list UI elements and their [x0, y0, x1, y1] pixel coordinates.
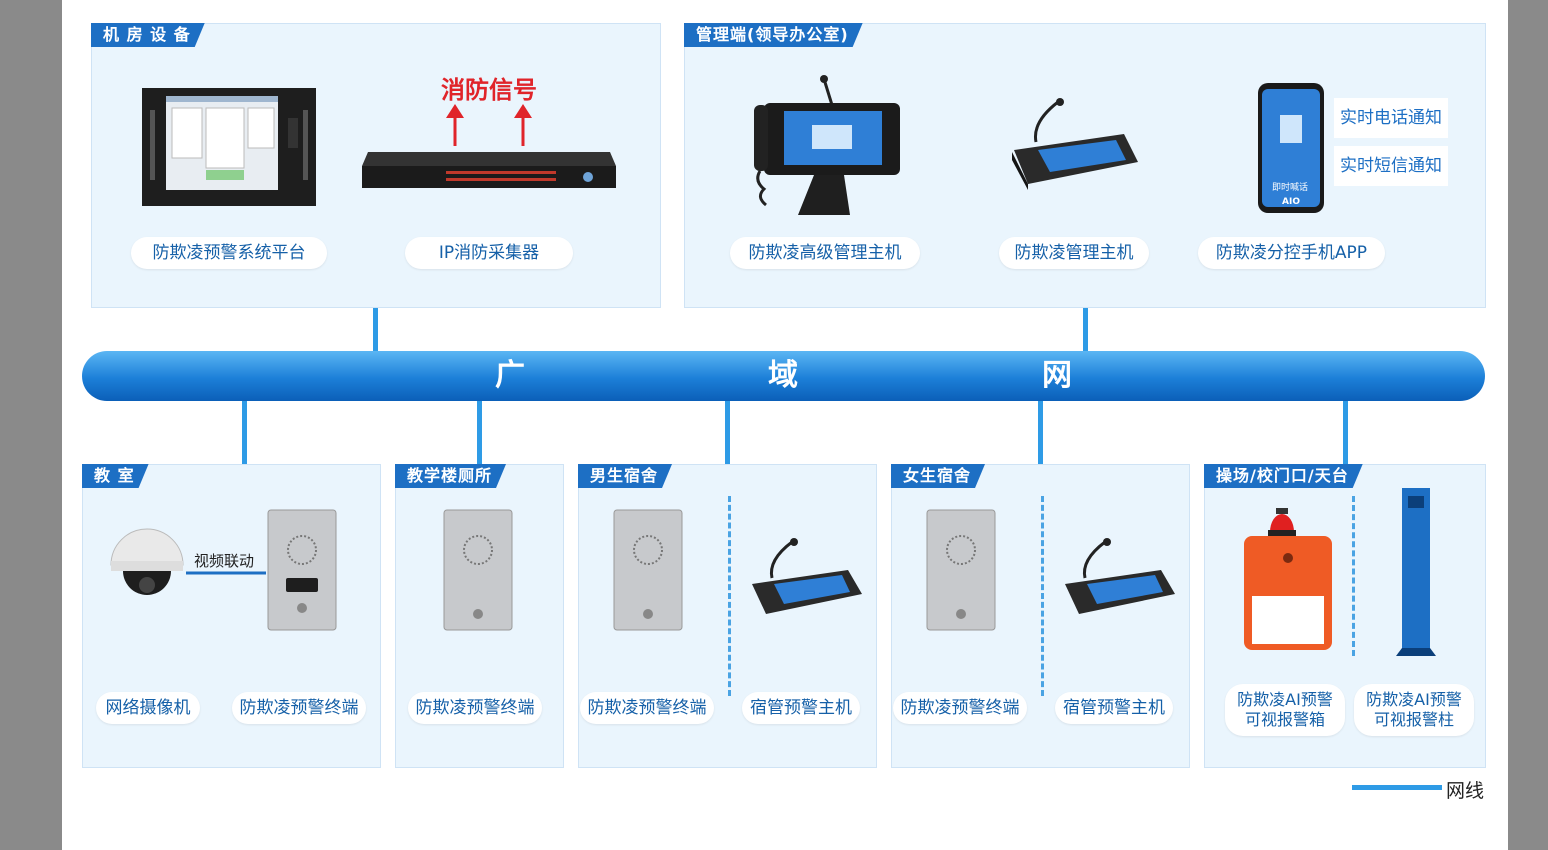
link-male-dorm — [725, 400, 730, 464]
link-playground — [1343, 400, 1348, 464]
advanced-host-label: 防欺凌高级管理主机 — [730, 237, 920, 269]
terminal-classroom-label: 防欺凌预警终端 — [232, 692, 366, 724]
panel-tag-classroom: 教 室 — [82, 464, 149, 488]
arrow-up-icon — [446, 104, 464, 146]
video-link-line — [186, 571, 266, 575]
panel-tag-female-dorm: 女生宿舍 — [891, 464, 985, 488]
arrow-up-icon — [514, 104, 532, 146]
link-restroom — [477, 400, 482, 464]
ai-alarm-box-image — [1244, 508, 1332, 650]
dorm-host-female-image — [1065, 538, 1175, 614]
divider-female-dorm — [1041, 496, 1044, 696]
ai-box-label: 防欺凌AI预警 可视报警箱 — [1225, 684, 1345, 736]
wan-char-1: 广 — [495, 358, 525, 393]
terminal-camera-image — [267, 509, 337, 631]
panel-tag-restroom: 教学楼厕所 — [395, 464, 506, 488]
ai-box-label-line1: 防欺凌AI预警 — [1237, 690, 1333, 709]
wan-char-3: 网 — [1042, 358, 1072, 393]
mobile-phone-image — [1258, 83, 1324, 213]
app-label: 防欺凌分控手机APP — [1198, 237, 1385, 269]
terminal-restroom-image — [443, 509, 513, 631]
ai-box-label-line2: 可视报警箱 — [1244, 710, 1325, 729]
divider-male-dorm — [728, 496, 731, 696]
platform-rack-image — [142, 88, 316, 206]
terminal-restroom-label: 防欺凌预警终端 — [408, 692, 542, 724]
dorm-host-female-label: 宿管预警主机 — [1055, 692, 1173, 724]
terminal-male-label: 防欺凌预警终端 — [580, 692, 714, 724]
legend-label: 网线 — [1446, 780, 1485, 802]
phone-notice: 实时电话通知 — [1334, 98, 1448, 138]
fire-signal-text: 消防信号 — [441, 76, 537, 104]
sms-notice: 实时短信通知 — [1334, 146, 1448, 186]
ai-column-label-line1: 防欺凌AI预警 — [1366, 690, 1462, 709]
ip-fire-label: IP消防采集器 — [405, 237, 573, 269]
camera-image — [110, 528, 184, 595]
wan-char-2: 域 — [768, 358, 798, 393]
panel-tag-male-dorm: 男生宿舍 — [578, 464, 672, 488]
platform-label: 防欺凌预警系统平台 — [131, 237, 327, 269]
link-management — [1083, 308, 1088, 352]
legend-line — [1352, 785, 1442, 790]
dorm-host-male-image — [752, 538, 862, 614]
dorm-host-male-label: 宿管预警主机 — [742, 692, 860, 724]
panel-tag-machine-room: 机 房 设 备 — [91, 23, 205, 47]
ai-column-label: 防欺凌AI预警 可视报警柱 — [1354, 684, 1474, 736]
panel-tag-playground: 操场/校门口/天台 — [1204, 464, 1363, 488]
mgmt-host-image — [1012, 98, 1138, 190]
app-brand-text: AIO — [1282, 197, 1300, 207]
terminal-female-label: 防欺凌预警终端 — [893, 692, 1027, 724]
ai-alarm-column-image — [1396, 488, 1436, 656]
advanced-host-image — [754, 75, 900, 215]
link-female-dorm — [1038, 400, 1043, 464]
mgmt-host-label: 防欺凌管理主机 — [999, 237, 1149, 269]
video-link-text: 视频联动 — [194, 552, 255, 570]
divider-playground — [1352, 496, 1355, 656]
terminal-female-image — [926, 509, 996, 631]
link-machine-room — [373, 308, 378, 352]
ai-column-label-line2: 可视报警柱 — [1373, 710, 1454, 729]
diagram-canvas: 机 房 设 备 管理端(领导办公室) 教 室 教学楼厕所 男生宿舍 女生宿舍 操… — [62, 0, 1508, 850]
ip-fire-collector-image — [362, 152, 616, 188]
panel-tag-management: 管理端(领导办公室) — [684, 23, 863, 47]
wan-bus: 广 域 网 — [82, 351, 1485, 401]
link-classroom — [242, 400, 247, 464]
camera-label: 网络摄像机 — [96, 692, 200, 724]
terminal-male-image — [613, 509, 683, 631]
app-screen-text: 即时喊话 — [1272, 183, 1309, 193]
